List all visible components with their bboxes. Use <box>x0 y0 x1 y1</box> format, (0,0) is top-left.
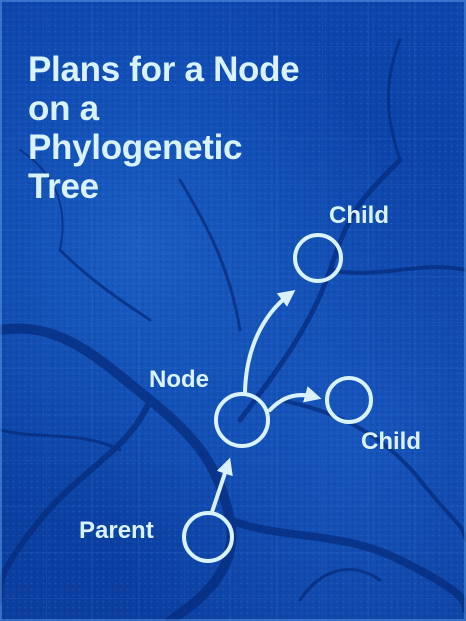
river-veins <box>0 38 466 621</box>
child-top-circle <box>293 233 343 283</box>
parent-circle <box>182 511 234 563</box>
node-to-child-top-arrow <box>243 289 296 394</box>
node-circle <box>214 392 270 448</box>
node-to-child-right-arrow <box>268 386 322 412</box>
parent-label: Parent <box>79 517 154 544</box>
child-top-label: Child <box>329 202 389 229</box>
poster-title: Plans for a Node on a Phylogenetic Tree <box>28 50 300 206</box>
child-right-label: Child <box>361 428 421 455</box>
parent-to-node-arrow <box>210 457 233 514</box>
node-label: Node <box>149 366 209 393</box>
child-right-circle <box>325 376 373 424</box>
